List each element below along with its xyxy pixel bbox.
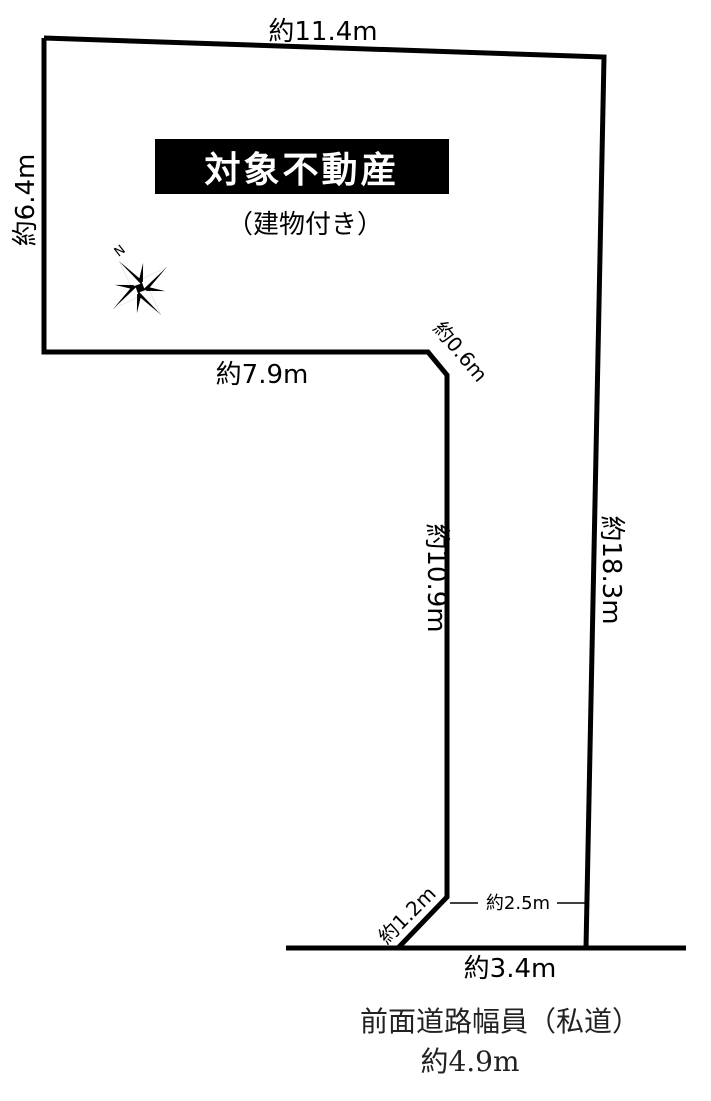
dimension-left: 約6.4m — [11, 154, 41, 247]
dimension-right: 約18.3m — [596, 515, 626, 624]
road-width-label: 前面道路幅員（私道） — [359, 1005, 640, 1038]
page-title: 対象不動産 — [155, 139, 449, 194]
dimension-inner-horizontal: 約7.9m — [216, 360, 309, 390]
page-subtitle: （建物付き） — [226, 210, 383, 240]
north-arrow-icon — [113, 261, 167, 315]
dimension-road-gap: 約2.5m — [486, 893, 550, 914]
north-label: N — [112, 242, 129, 260]
property-boundary — [41, 35, 607, 951]
dimension-frontage: 約3.4m — [464, 954, 557, 984]
dimension-inner-vertical: 約10.9m — [421, 523, 451, 632]
dimension-corner-small: 約0.6m — [428, 316, 492, 386]
dimension-top: 約11.4m — [268, 17, 377, 47]
road-width-value: 約4.9m — [420, 1045, 520, 1078]
